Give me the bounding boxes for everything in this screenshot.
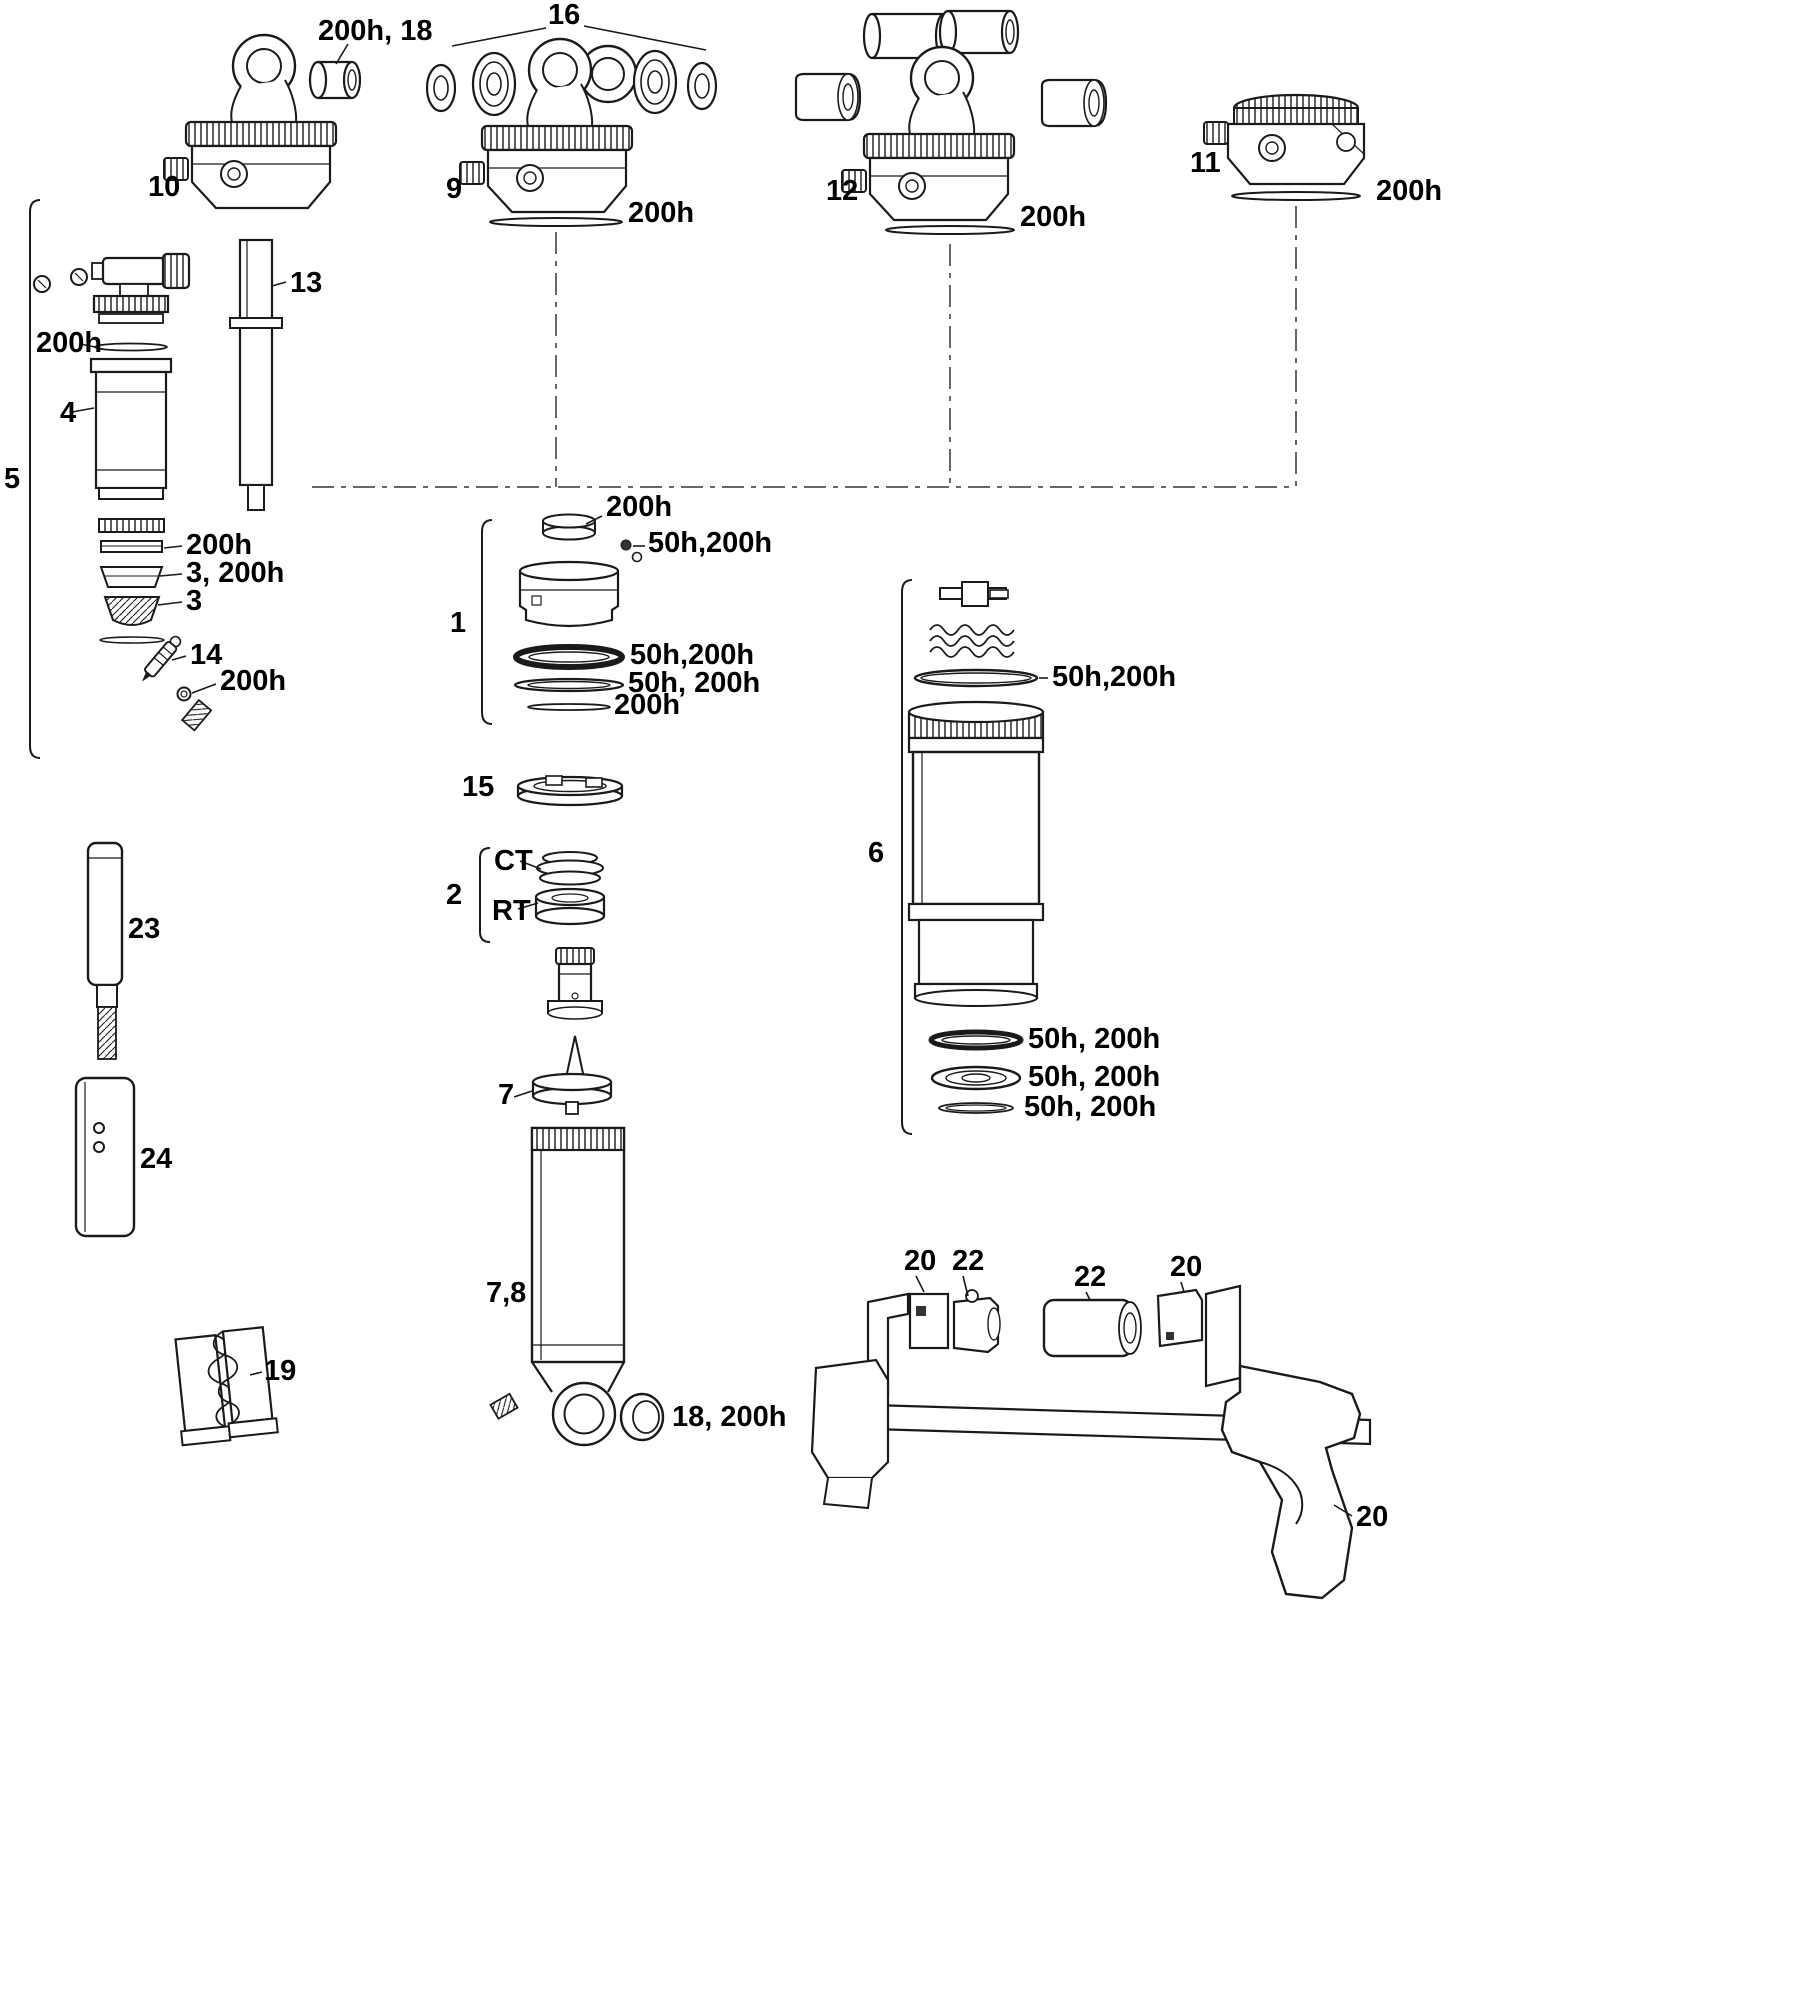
callout-22-a: 22 xyxy=(952,1245,984,1277)
part-10-damper-head xyxy=(162,33,338,210)
callout-6-top: 50h,200h xyxy=(1052,661,1176,693)
part-14-needle-valve xyxy=(142,635,213,732)
callout-15: 15 xyxy=(462,771,494,803)
callout-rings-200h: 200h xyxy=(186,529,252,561)
callout-20-c: 20 xyxy=(1356,1501,1388,1533)
callout-14-oring: 200h xyxy=(220,665,286,697)
part-3-seal-stack xyxy=(98,518,165,644)
callout-1-top-200h: 200h xyxy=(606,491,672,523)
callout-16: 16 xyxy=(548,0,580,31)
callout-1-ring2: 50h, 200h xyxy=(628,667,760,699)
callout-11: 11 xyxy=(1190,147,1221,179)
callout-20-a: 20 xyxy=(904,1245,936,1277)
part-19-clamp-blocks xyxy=(174,1326,279,1447)
part-6-air-can-group xyxy=(907,581,1045,1114)
part-7-piston-group xyxy=(531,947,613,1115)
part-11-damper-head xyxy=(1203,93,1366,186)
callout-6-c: 50h, 200h xyxy=(1024,1091,1156,1123)
callout-12: 12 xyxy=(826,175,858,207)
part-15-retainer-ring xyxy=(516,775,624,807)
centerlines xyxy=(312,206,1297,488)
callout-12-oring: 200h xyxy=(1020,201,1086,233)
part-11-oring xyxy=(1231,191,1361,201)
callout-6-b: 50h, 200h xyxy=(1028,1061,1160,1093)
bracket-5 xyxy=(29,199,41,759)
callout-6: 6 xyxy=(868,837,884,869)
callout-13: 13 xyxy=(290,267,322,299)
callout-4-oring: 200h xyxy=(36,327,102,359)
part-4-air-valve-group xyxy=(33,252,191,500)
callout-1-bot-200h: 200h xyxy=(614,689,680,721)
part-24-sleeve xyxy=(74,1076,136,1238)
callout-6-a: 50h, 200h xyxy=(1028,1023,1160,1055)
callout-19: 19 xyxy=(264,1355,296,1387)
callout-1-ring: 50h,200h xyxy=(630,639,754,671)
callout-24: 24 xyxy=(140,1143,172,1175)
part-16-hardware-right xyxy=(632,49,718,115)
callout-4: 4 xyxy=(60,397,76,429)
part-bushing-top xyxy=(308,60,362,100)
callout-10: 10 xyxy=(148,171,180,203)
callout-7-8: 7,8 xyxy=(486,1277,526,1309)
part-7-8-damper-body xyxy=(489,1126,665,1447)
leader-lines xyxy=(71,25,1353,1517)
callout-11-oring: 200h xyxy=(1376,175,1442,207)
callout-1: 1 xyxy=(450,607,466,639)
callout-23: 23 xyxy=(128,913,160,945)
callout-9-oring: 200h xyxy=(628,197,694,229)
callout-5: 5 xyxy=(4,463,20,495)
callout-9: 9 xyxy=(446,173,462,205)
callout-18-200h: 18, 200h xyxy=(672,1401,786,1433)
callout-3-200h: 3, 200h xyxy=(186,557,284,589)
bracket-6 xyxy=(901,579,913,1135)
callout-rt: RT xyxy=(492,895,531,927)
callout-labels: 200h, 18 16 10 9 200h 12 200h 11 200h 13… xyxy=(4,0,1442,1533)
part-2-ct-rt-stack xyxy=(534,851,606,926)
callout-7: 7 xyxy=(498,1079,514,1111)
callout-14: 14 xyxy=(190,639,222,671)
part-12-damper-head xyxy=(840,45,1016,235)
part-16-hardware-left xyxy=(425,51,517,117)
part-23-shaft xyxy=(86,841,124,1060)
callout-3: 3 xyxy=(186,585,202,617)
bracket-2 xyxy=(479,847,491,943)
part-13-shaft xyxy=(229,238,283,511)
callout-22-b: 22 xyxy=(1074,1261,1106,1293)
bracket-1 xyxy=(481,519,493,725)
part-12-bushing-left xyxy=(794,72,862,122)
part-1-seal-head-group xyxy=(513,513,643,711)
part-12-bushing-right xyxy=(1040,78,1108,128)
callout-ct: CT xyxy=(494,845,533,877)
diagram-line-art xyxy=(29,9,1372,1600)
callout-1-screw: 50h,200h xyxy=(648,527,772,559)
callout-bushing-top: 200h, 18 xyxy=(318,15,432,47)
part-20-22-mount-tool xyxy=(810,1284,1372,1600)
callout-20-b: 20 xyxy=(1170,1251,1202,1283)
callout-2: 2 xyxy=(446,879,462,911)
